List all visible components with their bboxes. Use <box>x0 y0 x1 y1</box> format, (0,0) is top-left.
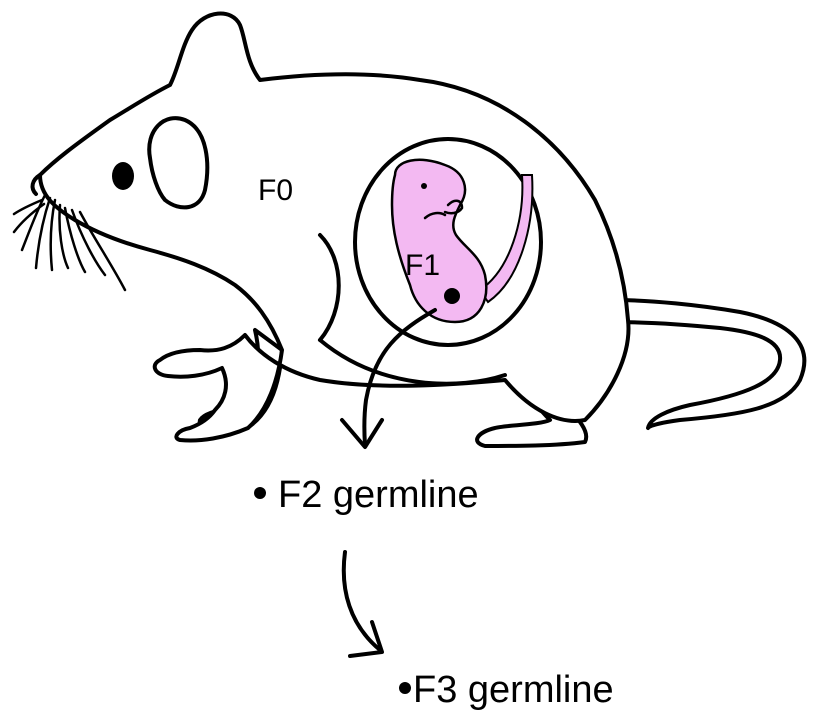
f3-bullet <box>399 682 411 694</box>
f1-germ-cell-dot <box>444 288 460 304</box>
label-f3-germline: F3 germline <box>413 669 614 711</box>
mouse-nose <box>33 175 40 194</box>
embryo-eye <box>421 183 427 189</box>
label-f2-germline: F2 germline <box>278 474 479 516</box>
label-f1: F1 <box>405 249 440 282</box>
arrow-f2-to-f3 <box>344 552 382 656</box>
mouse-tail <box>612 300 804 428</box>
mouse-eye <box>112 162 134 190</box>
label-f0: F0 <box>258 174 293 207</box>
f2-bullet <box>254 487 266 499</box>
